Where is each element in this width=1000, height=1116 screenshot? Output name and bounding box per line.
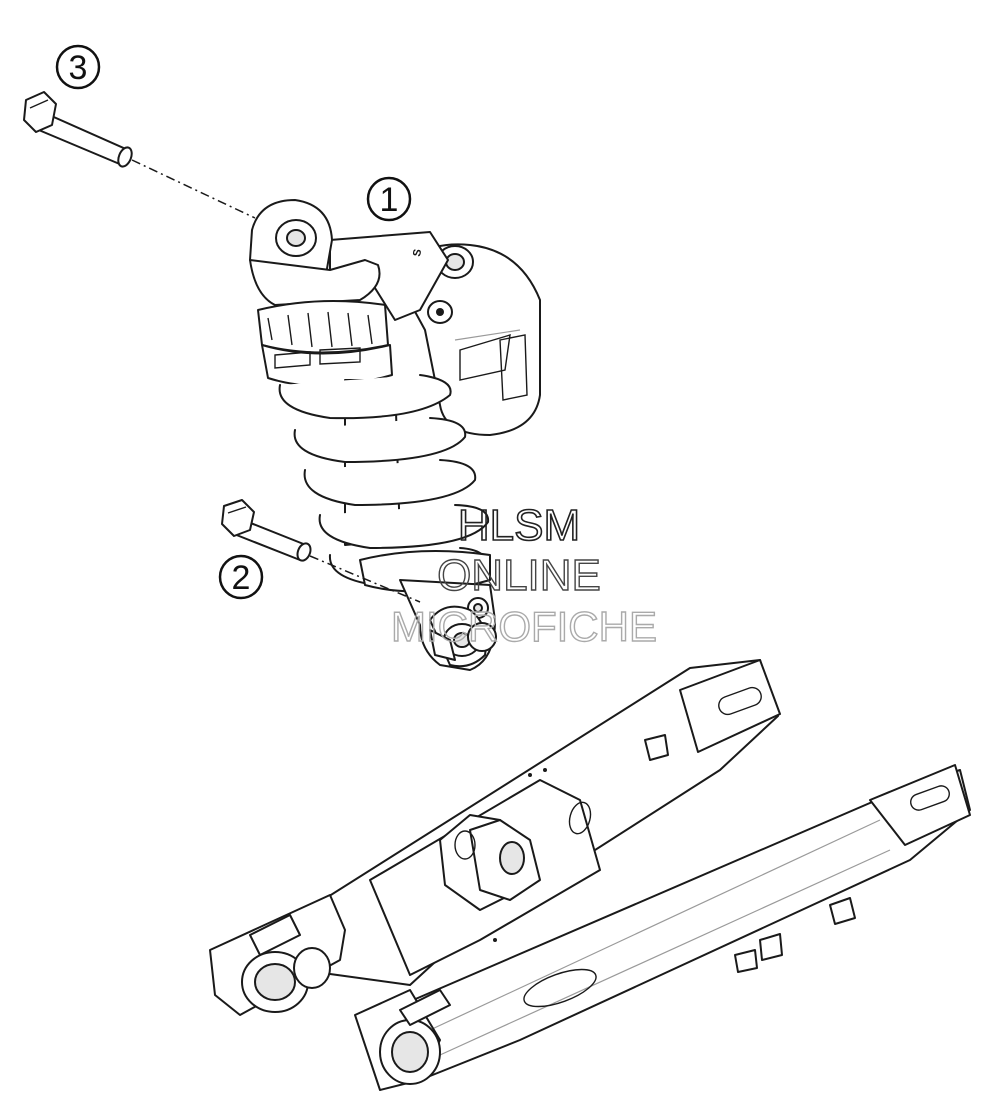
upper-bolt[interactable] <box>23 91 256 219</box>
callout-2-label: 2 <box>232 559 251 597</box>
adjuster-mark: S <box>411 248 424 257</box>
swingarm <box>209 659 971 1091</box>
callout-3: 3 <box>55 44 101 90</box>
shock-absorber[interactable]: S <box>249 199 541 671</box>
callout-1-label: 1 <box>380 181 399 219</box>
callout-2: 2 <box>218 554 264 600</box>
lower-bolt[interactable] <box>221 499 421 603</box>
watermark-line-3: MICROFICHE <box>391 603 657 650</box>
watermark: HLSM ONLINE MICROFICHE <box>390 500 657 651</box>
callout-1: 1 <box>366 176 412 222</box>
callout-3-label: 3 <box>69 49 88 87</box>
watermark-line-1: HLSM <box>458 501 580 550</box>
watermark-line-2: ONLINE <box>437 551 601 600</box>
